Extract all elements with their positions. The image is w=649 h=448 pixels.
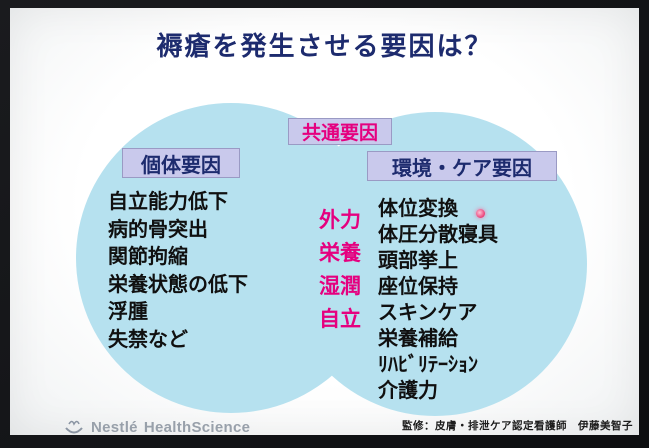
common-factor-item: 外力	[319, 209, 361, 232]
common-factor-item: 栄養	[319, 242, 361, 265]
environment-care-factor-item: スキンケア	[378, 302, 478, 324]
common-factor-item: 湿潤	[319, 275, 361, 298]
environment-care-factor-item: 頭部挙上	[378, 250, 458, 272]
nestle-health-science-logo: Nestlé HealthScience	[62, 414, 250, 440]
individual-factors-list: 自立能力低下病的骨突出関節拘縮栄養状態の低下浮腫失禁など	[108, 189, 248, 354]
common-factors-list: 外力栄養湿潤自立	[307, 204, 373, 336]
environment-care-factor-item: 体圧分散寝具	[378, 224, 498, 246]
environment-care-factors-label: 環境・ケア要因	[367, 151, 557, 181]
individual-factors-label: 個体要因	[122, 148, 240, 178]
individual-factor-item: 浮腫	[108, 301, 148, 323]
individual-factor-item: 失禁など	[108, 328, 188, 351]
common-factors-label: 共通要因	[288, 118, 392, 145]
environment-care-factors-list: 体位変換体圧分散寝具頭部挙上座位保持スキンケア栄養補給 ﾘﾊﾋﾞﾘﾃｰｼｮﾝ 介護力	[378, 196, 498, 404]
environment-care-factor-item: 介護力	[378, 380, 438, 402]
supervision-credit: 監修：皮膚・排泄ケア認定看護師 伊藤美智子	[402, 420, 633, 432]
logo-text-healthscience: HealthScience	[143, 418, 251, 436]
environment-care-factor-item: 栄養補給	[378, 328, 458, 350]
nest-bird-icon	[62, 414, 86, 440]
individual-factor-item: 栄養状態の低下	[108, 273, 248, 296]
logo-text-nestle: Nestlé	[91, 418, 138, 436]
individual-factor-item: 関節拘縮	[108, 246, 188, 268]
slide: 褥瘡を発生させる要因は？ 共通要因 個体要因 環境・ケア要因 自立能力低下病的骨…	[10, 8, 639, 436]
slide-title: 褥瘡を発生させる要因は？	[156, 31, 493, 61]
environment-care-factor-item: ﾘﾊﾋﾞﾘﾃｰｼｮﾝ	[378, 354, 478, 376]
common-factor-item: 自立	[319, 308, 361, 331]
laser-pointer-dot	[476, 209, 485, 218]
environment-care-factor-item: 体位変換	[378, 198, 458, 220]
environment-care-factor-item: 座位保持	[378, 276, 458, 298]
individual-factor-item: 病的骨突出	[108, 218, 208, 241]
individual-factor-item: 自立能力低下	[108, 191, 228, 213]
